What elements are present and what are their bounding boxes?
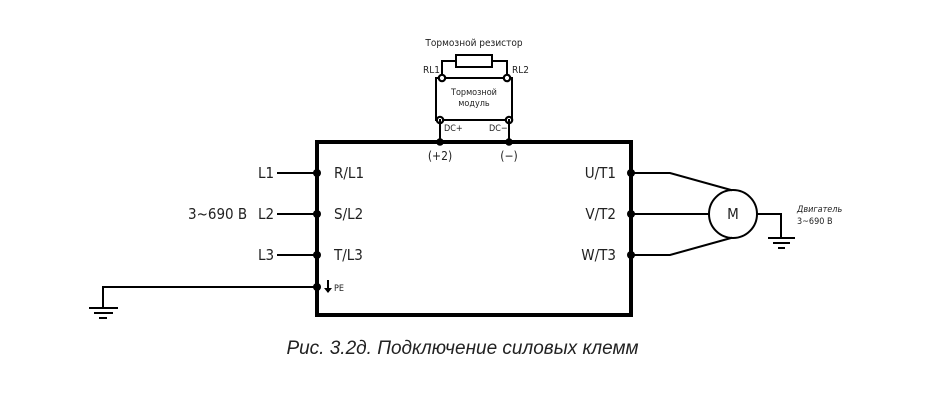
u-t1-label: U/T1 <box>585 164 616 182</box>
rl1-label: RL1 <box>423 65 440 76</box>
dc-bus-plus-label: (+2) <box>428 149 452 163</box>
dc-bus-minus-label: (−) <box>500 149 517 163</box>
pe-label: PE <box>334 284 344 294</box>
resistor-wire-left <box>441 60 457 79</box>
u-wire <box>630 172 733 192</box>
motor-m-label: M <box>727 205 739 223</box>
supply-voltage-label: 3~690 В <box>188 205 247 223</box>
rl2-terminal <box>502 73 512 83</box>
s-l2-label: S/L2 <box>334 205 363 223</box>
brake-resistor-title: Тормозной резистор <box>424 38 522 49</box>
motor-label-2: 3~690 В <box>797 217 833 227</box>
dc-plus-label: DC+ <box>444 124 463 134</box>
brake-resistor-symbol <box>455 54 493 68</box>
resistor-wire-right <box>491 60 508 79</box>
l2-label: L2 <box>258 205 274 223</box>
v-t2-label: V/T2 <box>585 205 616 223</box>
l3-label: L3 <box>258 246 274 264</box>
l1-label: L1 <box>258 164 274 182</box>
rl1-terminal <box>437 73 447 83</box>
t-l3-label: T/L3 <box>333 246 363 264</box>
w-wire <box>630 236 733 256</box>
rl2-label: RL2 <box>512 65 529 76</box>
dc-plus-junction <box>436 138 444 146</box>
motor-label-1: Двигатель <box>796 205 842 215</box>
inverter-box <box>315 140 633 317</box>
pe-wire <box>102 286 318 309</box>
motor-ground-wire <box>756 213 782 239</box>
r-l1-label: R/L1 <box>334 164 364 182</box>
t-l3-terminal <box>313 251 321 259</box>
dc-minus-junction <box>505 138 513 146</box>
pe-arrow-icon <box>324 280 332 293</box>
w-t3-label: W/T3 <box>581 246 616 264</box>
brake-module-label-2: модуль <box>458 99 490 109</box>
r-l1-terminal <box>313 169 321 177</box>
dc-minus-label: DC− <box>489 124 508 134</box>
figure-caption: Рис. 3.2д. Подключение силовых клемм <box>286 338 639 359</box>
pe-terminal <box>313 283 321 291</box>
brake-module-label-1: Тормозной <box>450 88 497 98</box>
s-l2-terminal <box>313 210 321 218</box>
brake-module-box <box>435 77 513 121</box>
